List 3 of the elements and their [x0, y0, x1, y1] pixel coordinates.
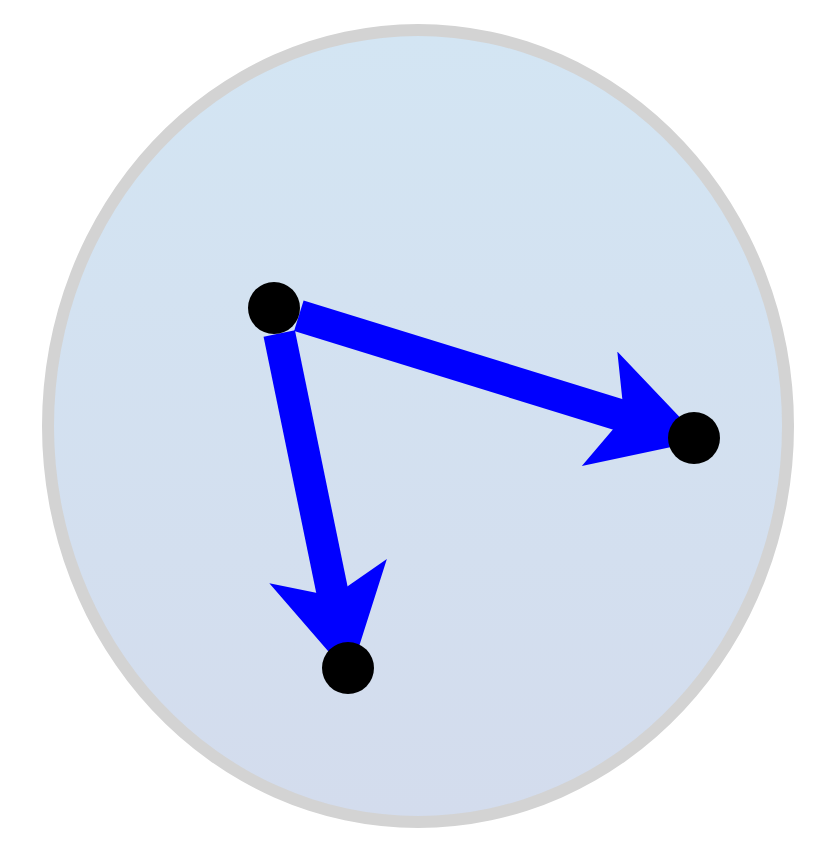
dot: [248, 282, 300, 334]
dot: [322, 642, 374, 694]
dot: [668, 412, 720, 464]
